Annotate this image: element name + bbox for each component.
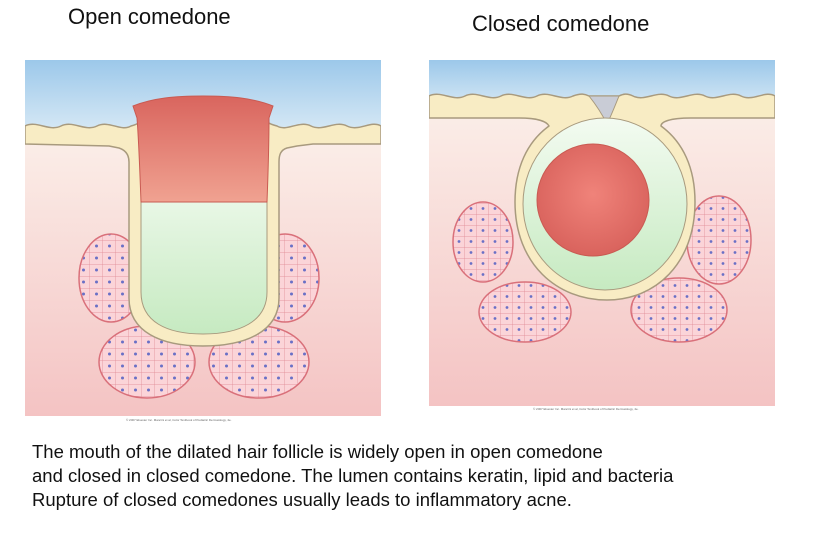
open-figure-credit: © 2007 Elsevier Inc. Mancini et al, Colo… xyxy=(126,418,232,422)
follicle-lumen xyxy=(140,159,268,335)
closed-comedone-title: Closed comedone xyxy=(472,11,650,36)
closed-comedone-illustration xyxy=(429,60,775,406)
open-comedone-illustration xyxy=(25,60,381,416)
caption: The mouth of the dilated hair follicle i… xyxy=(32,440,800,512)
caption-line-2: and closed in closed comedone. The lumen… xyxy=(32,465,674,486)
closed-figure-credit: © 2007 Elsevier Inc. Mancini et al, Colo… xyxy=(533,407,639,411)
keratin-plug xyxy=(536,143,650,257)
open-comedone-title: Open comedone xyxy=(68,4,231,29)
sebaceous-gland-lobules xyxy=(452,195,752,343)
keratin-plug xyxy=(132,95,274,203)
caption-line-1: The mouth of the dilated hair follicle i… xyxy=(32,441,603,462)
caption-line-3: Rupture of closed comedones usually lead… xyxy=(32,489,572,510)
